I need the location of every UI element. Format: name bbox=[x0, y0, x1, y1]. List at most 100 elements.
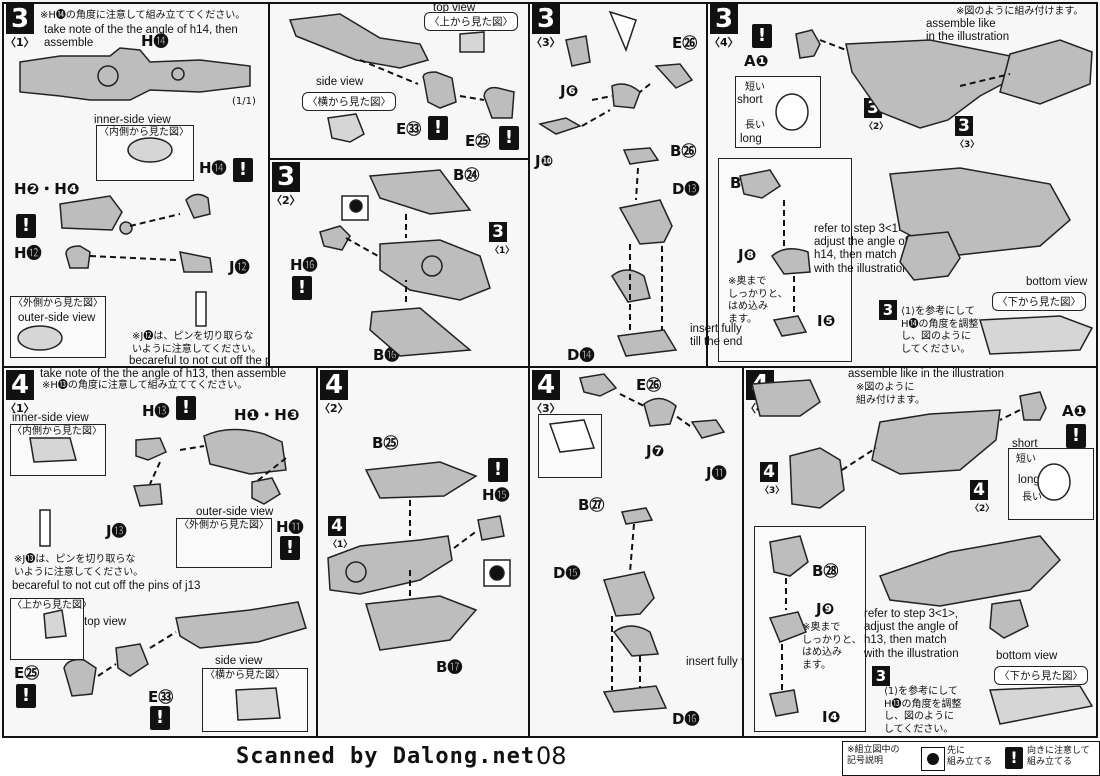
ref-step-number: 4 bbox=[970, 480, 988, 500]
insert-en: insert fully till the end bbox=[690, 323, 743, 349]
scan-credit: Scanned by Dalong.net bbox=[236, 744, 536, 769]
pin-jp: ※J⓬は、ピンを切り取らな いように注意してください。 bbox=[132, 331, 262, 355]
ref-step-sub: 〈2〉 bbox=[864, 122, 889, 132]
outer-view-box bbox=[176, 518, 272, 568]
label-j13: J⓭ bbox=[106, 522, 127, 540]
bottom-jp: 〈下から見た図〉 bbox=[992, 292, 1086, 311]
short-en: short bbox=[1012, 438, 1038, 450]
note-jp: ※H⓭の角度に注意して組み立ててください。 bbox=[42, 380, 248, 391]
pin-en: becareful to not cut off the pins of j13 bbox=[12, 580, 201, 592]
label-i4: I❹ bbox=[822, 708, 841, 726]
label-b17: B⓱ bbox=[436, 658, 463, 676]
step-number: 3 bbox=[710, 4, 738, 34]
short-long-box bbox=[1008, 448, 1094, 520]
label-j6: J❻ bbox=[560, 82, 579, 100]
refer-jp: ⟨1⟩を参考にして H⓭の角度を調整 し、図のように してください。 bbox=[884, 686, 962, 735]
inner-jp: 〈内側から見た図〉 bbox=[99, 127, 189, 138]
topview-jp: 〈上から見た図〉 bbox=[12, 600, 92, 611]
label-j8: J❽ bbox=[738, 246, 757, 264]
step-number: 3 bbox=[272, 162, 300, 192]
caution-icon: ! bbox=[499, 126, 519, 150]
outer-jp: 〈外側から見た図〉 bbox=[179, 520, 269, 531]
refer-en: refer to step 3<1>, adjust the angle of … bbox=[864, 608, 959, 660]
inner-jp: 〈内側から見た図〉 bbox=[12, 426, 102, 437]
ref-step-sub: 〈1〉 bbox=[328, 540, 353, 550]
label-e25: E㉕ bbox=[465, 132, 491, 150]
note-jp: ※図のように 組み付けます。 bbox=[856, 382, 925, 406]
caution-icon: ! bbox=[428, 116, 448, 140]
label-j10: J❿ bbox=[535, 152, 554, 170]
ref-step-sub: 〈3〉 bbox=[760, 486, 785, 496]
outer-en: outer-side view bbox=[196, 506, 274, 518]
sideview-en: side view bbox=[316, 76, 364, 88]
step-sub: 〈3〉 bbox=[531, 402, 561, 415]
sideview-jp: 〈横から見た図〉 bbox=[302, 92, 396, 111]
label-b28: B㉘ bbox=[812, 562, 839, 580]
label-b24: B㉔ bbox=[453, 166, 480, 184]
caution-icon: ! bbox=[16, 684, 36, 708]
step-number: 4 bbox=[320, 370, 348, 400]
pin-jp: ※J⓭は、ピンを切り取らな いように注意してください。 bbox=[14, 554, 144, 578]
ref-step-sub: 〈3〉 bbox=[955, 140, 980, 150]
label-a1: A❶ bbox=[1062, 402, 1087, 420]
caution-icon: ! bbox=[292, 276, 312, 300]
step-sub: 〈3〉 bbox=[531, 36, 561, 49]
label-h13: H⓭ bbox=[142, 402, 170, 420]
ref-step-sub: 〈2〉 bbox=[970, 504, 995, 514]
step-number: 4 bbox=[532, 370, 560, 400]
ref-step-number: 3 bbox=[879, 300, 897, 320]
inner-en: inner-side view bbox=[94, 114, 171, 126]
label-h11: H⓫ bbox=[276, 518, 304, 536]
assemble-en: assemble like in the illustration bbox=[926, 18, 1010, 44]
label-j9: J❾ bbox=[816, 600, 835, 618]
legend-b-text: 向きに注意して 組み立てる bbox=[1027, 746, 1090, 768]
label-e26: E㉖ bbox=[672, 34, 698, 52]
refer-jp: ⟨1⟩を参考にして H⓮の角度を調整 し、図のように してください。 bbox=[901, 306, 979, 355]
refer-en: refer to step 3<1>, adjust the angle of … bbox=[814, 223, 909, 275]
caution-icon: ! bbox=[488, 458, 508, 482]
sideview-en: side view bbox=[215, 655, 263, 667]
caution-icon: ! bbox=[1066, 424, 1086, 448]
caution-icon: ! bbox=[176, 396, 196, 420]
assemble-en: assemble like in the illustration bbox=[848, 368, 1004, 380]
label-b26: B㉖ bbox=[670, 142, 697, 160]
caution-icon: ! bbox=[16, 214, 36, 238]
label-i5: I❺ bbox=[817, 312, 836, 330]
label-h14: H⓮ bbox=[199, 159, 227, 177]
caution-icon: ! bbox=[233, 158, 253, 182]
step-sub: 〈2〉 bbox=[319, 402, 349, 415]
long-en: long bbox=[1018, 474, 1040, 486]
topview-en: top view bbox=[433, 2, 476, 14]
ref-step-number: 3 bbox=[955, 116, 973, 136]
short-jp: 短い bbox=[1016, 454, 1036, 465]
label-d14: D⓮ bbox=[567, 346, 595, 364]
label-h15: H⓯ bbox=[482, 486, 510, 504]
label-d16: D⓰ bbox=[672, 710, 700, 728]
topview-jp: 〈上から見た図〉 bbox=[424, 12, 518, 31]
label-j11: J⓫ bbox=[706, 464, 727, 482]
label-e26: E㉖ bbox=[636, 376, 662, 394]
label-e33: E㉝ bbox=[148, 688, 174, 706]
note-jp: ※H⓮の角度に注意して組み立ててください。 bbox=[40, 10, 246, 21]
ref-step-sub: 〈1〉 bbox=[490, 246, 515, 256]
step-number: 3 bbox=[532, 4, 560, 34]
caution-icon: ! bbox=[150, 706, 170, 730]
long-jp: 長い bbox=[1022, 492, 1042, 503]
label-b25: B㉕ bbox=[372, 434, 399, 452]
label-e33: E㉝ bbox=[396, 120, 422, 138]
label-b27: B㉗ bbox=[578, 496, 605, 514]
step-number: 3 bbox=[6, 4, 34, 34]
step-sub: 〈1〉 bbox=[5, 36, 35, 49]
insert-jp: ※奥まで しっかりと、 はめ込み ます。 bbox=[802, 622, 862, 671]
ref-step-number: 4 bbox=[328, 516, 346, 536]
inner-en: inner-side view bbox=[12, 412, 89, 424]
outer-jp: 〈外側から見た図〉 bbox=[13, 298, 103, 309]
label-e25: E㉕ bbox=[14, 664, 40, 682]
label-d13: D⓭ bbox=[672, 180, 700, 198]
topview-en: top view bbox=[84, 616, 127, 628]
topview-box bbox=[10, 598, 84, 660]
label-h14-top: H⓮ bbox=[141, 32, 169, 50]
panel-step-3-3 bbox=[528, 2, 708, 368]
label-d15: D⓯ bbox=[553, 564, 581, 582]
